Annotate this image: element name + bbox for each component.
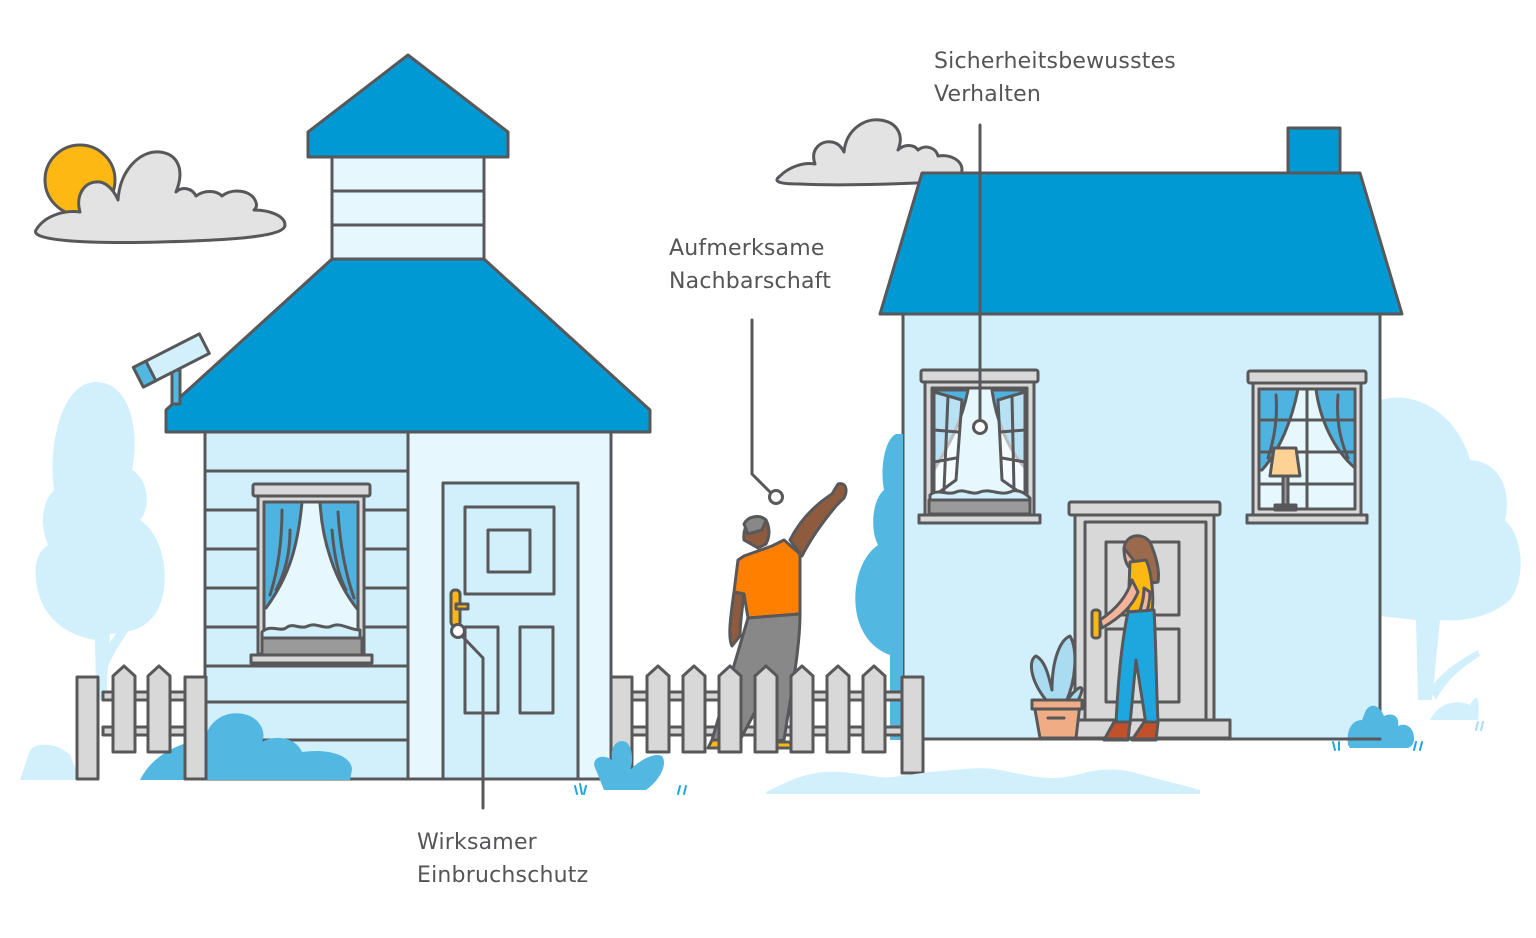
label-effective-burglary-protection: Wirksamer Einbruchschutz	[417, 826, 588, 892]
label-line: Verhalten	[934, 82, 1041, 107]
lamp-icon	[1245, 446, 1369, 525]
tree-right-icon	[1380, 397, 1521, 720]
bush-right-icon	[1347, 705, 1414, 748]
callout-behaviour	[972, 123, 988, 435]
fence-pickets	[609, 664, 925, 781]
callout-neighbourhood	[750, 318, 784, 505]
lamp-window	[1246, 369, 1368, 517]
callout-protection	[450, 623, 485, 810]
cloud-middle-icon	[775, 118, 964, 187]
bush-small-icon	[594, 741, 665, 790]
label-line: Nachbarschaft	[669, 269, 832, 294]
bush-middle-icon	[855, 434, 903, 740]
label-line: Einbruchschutz	[417, 863, 589, 888]
tree-left-icon	[20, 382, 165, 780]
label-line: Wirksamer	[417, 830, 537, 855]
label-line: Aufmerksame	[669, 236, 825, 261]
door-handle-right-icon	[1090, 608, 1102, 640]
label-line: Sicherheitsbewusstes	[934, 49, 1176, 74]
potted-plant-icon	[1029, 634, 1084, 740]
open-window	[917, 368, 1042, 525]
grass-ticks	[574, 721, 1484, 795]
cloud-left-icon	[34, 150, 287, 244]
security-camera-icon	[131, 332, 211, 406]
woman-at-door-icon	[1098, 534, 1160, 742]
left-window	[249, 482, 374, 665]
ground-patch	[766, 768, 1200, 794]
label-attentive-neighbourhood: Aufmerksame Nachbarschaft	[669, 232, 831, 298]
label-security-conscious-behaviour: Sicherheitsbewusstes Verhalten	[934, 45, 1176, 111]
fence-left	[75, 664, 208, 781]
